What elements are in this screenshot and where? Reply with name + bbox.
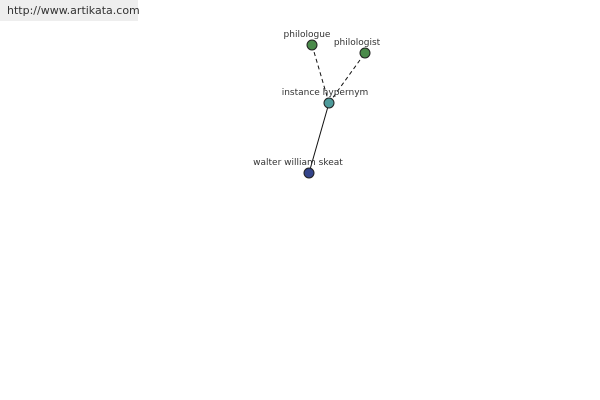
node-walter-william-skeat[interactable]: walter william skeat xyxy=(253,158,343,179)
node-instance-hypernym[interactable]: instance hypernym xyxy=(282,88,369,109)
edge-instance-hypernym-to-philologue xyxy=(311,44,330,104)
edge-instance-hypernym-to-walter-william-skeat xyxy=(308,102,330,174)
node-label-instance-hypernym[interactable]: instance hypernym xyxy=(282,88,369,98)
edges-layer xyxy=(308,44,366,174)
node-philologue[interactable]: philologue xyxy=(284,30,331,51)
node-label-walter-william-skeat[interactable]: walter william skeat xyxy=(253,158,343,168)
node-circle-instance-hypernym[interactable] xyxy=(323,97,335,109)
node-circle-philologue[interactable] xyxy=(306,39,318,51)
edge-instance-hypernym-to-philologist xyxy=(328,52,366,104)
node-circle-philologist[interactable] xyxy=(359,47,371,59)
node-philologist[interactable]: philologist xyxy=(334,38,381,59)
node-label-philologist[interactable]: philologist xyxy=(334,38,381,48)
node-circle-walter-william-skeat[interactable] xyxy=(303,167,315,179)
watermark-url: http://www.artikata.com xyxy=(0,0,140,21)
node-label-philologue[interactable]: philologue xyxy=(284,30,331,40)
